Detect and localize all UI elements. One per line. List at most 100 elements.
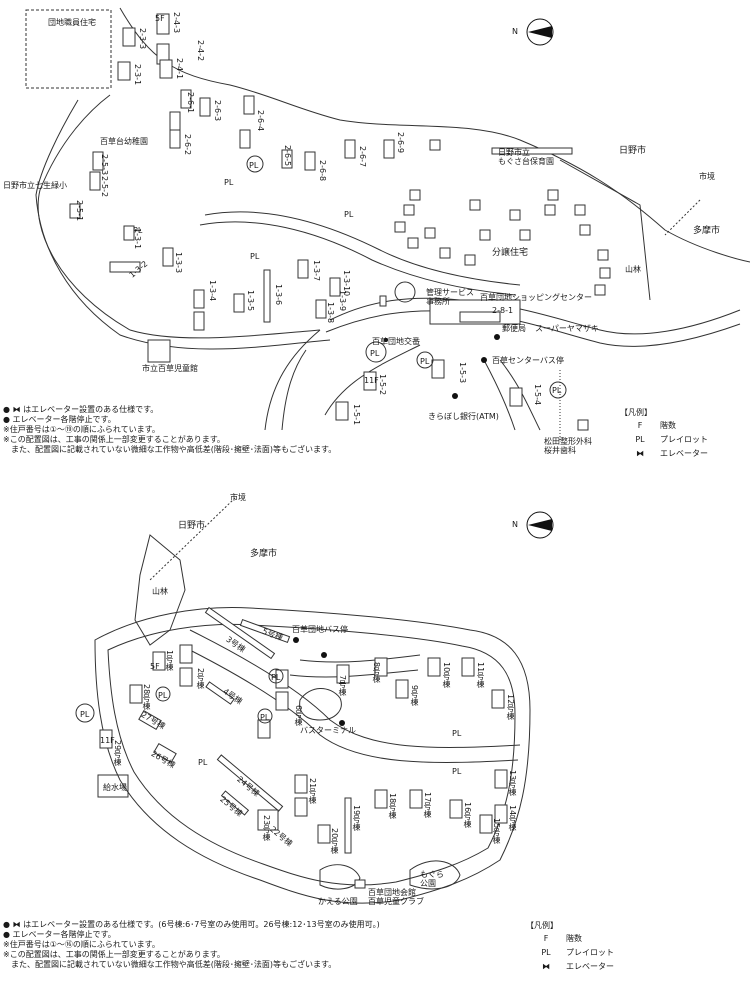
- legend-desc: 階数: [566, 933, 582, 943]
- label-mgmt: 管理サービス 事務所: [426, 288, 474, 306]
- map-south-drawing: [75, 497, 531, 904]
- legend-title: 【凡例】: [620, 408, 652, 417]
- building-number: 1-3-8: [326, 302, 335, 324]
- label-koban: 百草団地交番: [372, 337, 420, 346]
- label-forest: 山林: [625, 265, 641, 274]
- label-pl: PL: [158, 691, 168, 700]
- label-mogura-park: もぐら 公園: [420, 870, 444, 888]
- building-2-6-2a: [169, 111, 181, 131]
- label-city-border: 市境: [230, 493, 246, 502]
- label-5f: 5F: [155, 14, 165, 23]
- building-number: 11号棟: [476, 662, 485, 689]
- building-2-5-3: [92, 151, 104, 171]
- clinic-building: [577, 419, 589, 431]
- building-number: 16号棟: [463, 802, 472, 829]
- label-pl: PL: [552, 386, 562, 395]
- label-pl: PL: [80, 710, 90, 719]
- building-number: 1-3-7: [312, 260, 321, 282]
- building-number: 19号棟: [352, 805, 361, 832]
- map-north: N 団地職員住宅 百草台幼稚園 日野市立七生緑小 日野市 市境 多摩市 山林 日…: [0, 0, 750, 480]
- nursery-building: [491, 147, 573, 155]
- building-number: 13号棟: [508, 770, 517, 797]
- building-number: 2-8-1: [492, 306, 514, 315]
- building-1-3-3: [162, 247, 174, 267]
- building-number: 1-3-6: [274, 284, 283, 306]
- label-kindergarten: 百草台幼稚園: [100, 137, 148, 146]
- building-number: 2-6-9: [396, 132, 405, 154]
- building-number: 2-4-2: [196, 40, 205, 62]
- staff-housing-area: [25, 9, 112, 89]
- label-5f: 5F: [150, 662, 160, 671]
- label-bus-terminal: バスターミナル: [300, 726, 356, 735]
- legend-desc: プレイロット: [660, 434, 708, 444]
- label-tama-city: 多摩市: [693, 226, 721, 236]
- building-number: 23号棟: [262, 815, 271, 842]
- label-kaeru-park: かえる公園: [318, 897, 358, 906]
- note-line: また、配置図に記載されていない微細な工作物や高低差(階段･擁壁･法面)等もござい…: [3, 960, 337, 969]
- building-number: 7号棟: [338, 675, 347, 697]
- building-1-3-1: [123, 225, 135, 241]
- children-hall-building: [147, 339, 171, 363]
- building-number: 18号棟: [388, 793, 397, 820]
- note-line: ● エレベーター各階停止です。: [3, 930, 116, 939]
- building-1-5-2: [363, 371, 377, 391]
- building-1-5-3: [431, 359, 445, 379]
- label-clinic: 松田整形外科 桜井歯科: [544, 437, 592, 455]
- building-2-6-7: [344, 139, 356, 159]
- label-pl: PL: [249, 161, 259, 170]
- building-2-3-3: [122, 27, 136, 47]
- building-2-6-2b: [169, 129, 181, 149]
- building-2-4-1: [159, 59, 173, 79]
- label-forest: 山林: [152, 587, 168, 596]
- building-number: 10号棟: [442, 662, 451, 689]
- label-post: 郵便局: [502, 324, 526, 333]
- label-pl: PL: [271, 673, 281, 682]
- building-2-6-5: [281, 149, 293, 169]
- building-1-3-2: [109, 261, 141, 273]
- building-1-3-6: [263, 269, 271, 323]
- label-school: 日野市立七生緑小: [3, 181, 67, 190]
- building-number: 1-3-3: [174, 252, 183, 274]
- note-line: ※住戸番号は①〜⑲の順にふられています。: [3, 425, 160, 434]
- label-bunjo: 分譲住宅: [492, 248, 529, 258]
- building-number: 2-4-1: [175, 58, 184, 80]
- note-line: ● エレベーター各階停止です。: [3, 415, 116, 424]
- label-bank: きらぼし銀行(ATM): [428, 412, 499, 421]
- building-number: 2-6-8: [318, 160, 327, 182]
- label-pl: PL: [260, 713, 270, 722]
- label-pl: PL: [452, 767, 462, 776]
- label-pl: PL: [250, 252, 260, 261]
- building-number: 15号棟: [492, 818, 501, 845]
- note-line: ※住戸番号は①〜⑯の順にふられています。: [3, 940, 160, 949]
- building-number: 9号棟: [410, 685, 419, 707]
- building-number: 1-3-5: [246, 290, 255, 312]
- building-number: 2-6-1: [186, 92, 195, 114]
- building-2-6-9: [383, 139, 395, 159]
- legend-symbol: PL: [635, 434, 645, 444]
- building-number: 1-5-1: [352, 404, 361, 426]
- label-hino-city: 日野市: [619, 146, 647, 156]
- legend-title: 【凡例】: [526, 921, 558, 930]
- post-office-building: [459, 311, 501, 323]
- building-number: 2号棟: [196, 668, 205, 690]
- label-pl: PL: [370, 349, 380, 358]
- building-2-4-3: [156, 13, 170, 35]
- map-south: N 市境 日野市 多摩市 山林 給水場 百草団地バス停 バスターミナル かえる公…: [0, 480, 750, 987]
- building-1-3-7: [297, 259, 309, 279]
- label-water: 給水場: [103, 783, 127, 792]
- legend-desc: 階数: [660, 420, 676, 430]
- building-number: 2-6-2: [183, 134, 192, 156]
- south-compass-label: N: [512, 520, 518, 529]
- label-bus: 百草センターバス停: [492, 356, 564, 365]
- legend-desc: エレベーター: [566, 961, 614, 971]
- building-number: 2-5-3: [100, 154, 109, 176]
- building-number: 8号棟: [372, 662, 381, 684]
- legend-symbol: PL: [541, 947, 551, 957]
- building-number: 2-5-2: [100, 176, 109, 198]
- legend-symbol: F: [637, 420, 643, 430]
- label-staff-housing: 団地職員住宅: [48, 18, 96, 27]
- label-assembly: 百草団地会館 百草児童クラブ: [368, 888, 424, 906]
- label-11f: 11F: [100, 736, 115, 745]
